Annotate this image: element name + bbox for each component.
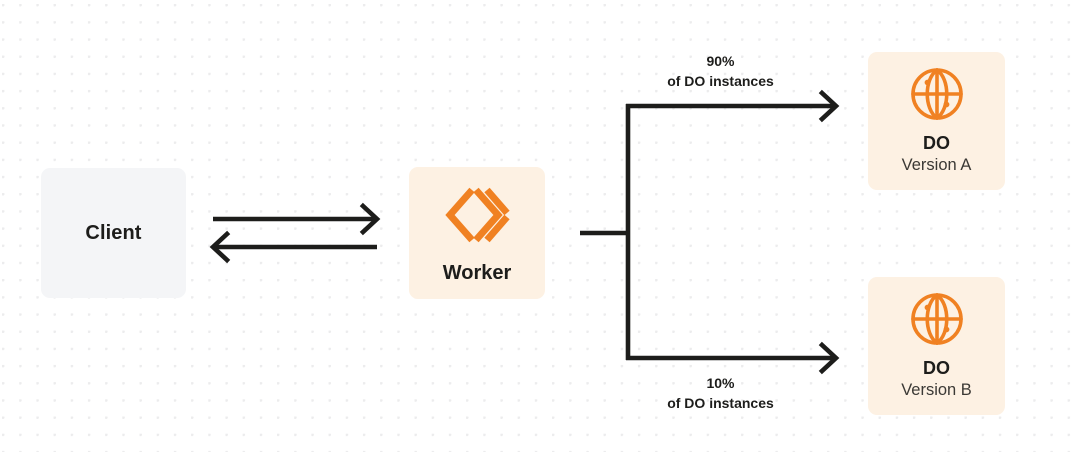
node-worker[interactable]: Worker xyxy=(409,167,545,299)
node-worker-label: Worker xyxy=(442,262,512,284)
node-do-b-sublabel: Version B xyxy=(901,380,972,399)
globe-icon xyxy=(908,290,966,348)
edge-label-caption: of DO instances xyxy=(667,394,774,411)
edge-label-worker-to-do-a: 90% of DO instances xyxy=(628,52,813,92)
edge-label-worker-to-do-b: 10% of DO instances xyxy=(628,374,813,414)
node-do-a-sublabel: Version A xyxy=(901,155,972,174)
node-client-label: Client xyxy=(85,221,142,244)
node-do-version-b[interactable]: DO Version B xyxy=(868,277,1005,415)
node-do-version-a[interactable]: DO Version A xyxy=(868,52,1005,190)
edge-label-percent: 90% xyxy=(706,53,735,69)
edge-label-percent: 10% xyxy=(706,375,735,391)
node-do-b-label: DO xyxy=(923,358,950,378)
edge-label-caption: of DO instances xyxy=(667,72,774,89)
cloudflare-workers-icon xyxy=(444,184,510,246)
globe-icon xyxy=(908,65,966,123)
node-client[interactable]: Client xyxy=(41,168,186,298)
node-do-a-label: DO xyxy=(923,133,950,153)
